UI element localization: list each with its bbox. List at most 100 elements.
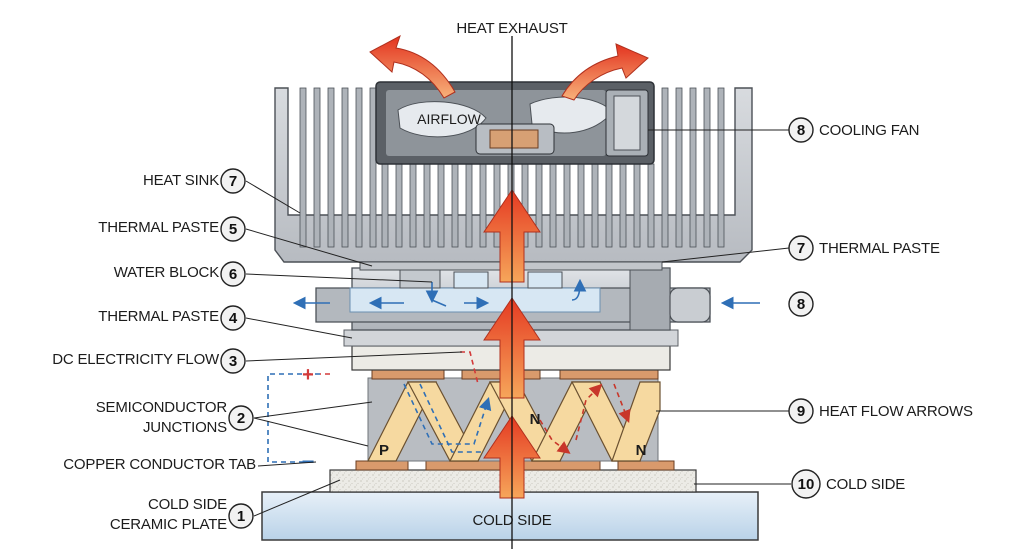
callout-number: 2 <box>237 410 245 427</box>
left-callout-label: THERMAL PASTE <box>98 308 219 325</box>
heat-sink-fin <box>395 163 403 248</box>
left-callout-label: DC ELECTRICITY FLOW <box>52 351 220 368</box>
right-callout: 8 <box>788 291 814 317</box>
callout-number: 9 <box>797 403 805 420</box>
callout-number: 8 <box>797 296 805 313</box>
heat-sink-fin <box>675 87 683 248</box>
callout-number-circle <box>788 235 814 261</box>
right-callout-label: COLD SIDE <box>826 476 905 493</box>
heat-sink-fin <box>369 87 377 248</box>
leader-line <box>253 401 373 419</box>
callout-number: 6 <box>229 266 237 283</box>
heat-sink-fin <box>591 163 599 248</box>
junction-letter-n-right: N <box>636 442 647 459</box>
airflow-label: AIRFLOW <box>417 111 482 127</box>
right-callout: 7 THERMAL PASTE <box>661 235 940 263</box>
heat-sink-fin <box>341 87 349 248</box>
heat-sink-fin <box>451 163 459 248</box>
heat-sink-fin <box>647 163 655 248</box>
left-callout: COLD SIDE CERAMIC PLATE 1 <box>110 479 341 533</box>
leader-line <box>245 273 433 283</box>
right-callout-label: HEAT FLOW ARROWS <box>819 403 973 420</box>
heat-sink-fin <box>549 163 557 248</box>
leader-line <box>253 479 341 517</box>
callout-number-circle <box>220 216 246 242</box>
heat-sink-fin <box>689 87 697 248</box>
heat-sink-fin <box>493 163 501 248</box>
leader-line <box>661 247 790 263</box>
heat-sink-fin <box>661 87 669 248</box>
left-callout-label: SEMICONDUCTOR <box>96 399 228 416</box>
polarity-minus: − <box>302 449 315 474</box>
junction-letter-n-mid: N <box>530 411 541 428</box>
callout-number-circle <box>788 291 814 317</box>
callout-number-circle <box>220 305 246 331</box>
left-callout-label: COLD SIDE <box>148 496 227 513</box>
callout-number-circle <box>788 398 814 424</box>
heat-sink-fin <box>577 163 585 248</box>
left-callout: COPPER CONDUCTOR TAB <box>63 456 317 473</box>
left-callout: DC ELECTRICITY FLOW 3 <box>52 348 463 374</box>
heat-sink-fin <box>409 163 417 248</box>
callout-number-circle <box>788 117 814 143</box>
heat-sink-fin <box>381 163 389 248</box>
callout-number-circle <box>228 503 254 529</box>
left-callout-label: HEAT SINK <box>143 172 219 189</box>
left-callout-label: COPPER CONDUCTOR TAB <box>63 456 256 473</box>
callout-number: 3 <box>229 353 237 370</box>
callout-number: 1 <box>237 508 245 525</box>
heat-sink-fin <box>327 87 335 248</box>
left-callout-label-line2: CERAMIC PLATE <box>110 516 227 533</box>
heat-sink-fin <box>563 163 571 248</box>
left-callout: THERMAL PASTE 5 <box>98 216 373 267</box>
callout-number: 10 <box>798 476 815 493</box>
junction-letter-p: P <box>379 442 389 459</box>
heat-sink-fin <box>605 163 613 248</box>
leader-line <box>253 417 369 447</box>
heat-exhaust-arrow-left <box>369 34 456 99</box>
leader-line <box>245 228 373 267</box>
leader-line <box>257 461 317 467</box>
heat-sink-fin <box>313 87 321 248</box>
heat-sink-fin <box>535 163 543 248</box>
heat-exhaust-arrow-right <box>561 43 649 101</box>
heat-sink-fin <box>437 163 445 248</box>
right-callout: 10 COLD SIDE <box>694 469 905 499</box>
callout-number-circle <box>220 261 246 287</box>
heat-sink-fin <box>479 163 487 248</box>
heat-sink-fin <box>633 163 641 248</box>
heat-sink-fin <box>355 87 363 248</box>
callout-number: 8 <box>797 122 805 139</box>
dc-electricity-flow <box>267 351 631 463</box>
callout-number: 7 <box>797 240 805 257</box>
callout-number-circle <box>220 168 246 194</box>
semiconductor-junctions <box>367 381 661 462</box>
left-callout-label: THERMAL PASTE <box>98 219 219 236</box>
leader-line <box>245 317 353 339</box>
left-callout: SEMICONDUCTOR JUNCTIONS 2 <box>96 399 373 447</box>
leader-line <box>245 351 463 362</box>
heat-sink-fin <box>619 163 627 248</box>
callout-number-circle <box>228 405 254 431</box>
leader-line <box>245 180 301 214</box>
callout-number: 5 <box>229 221 237 238</box>
left-callout: THERMAL PASTE 4 <box>98 305 353 339</box>
heat-sink-fin <box>465 163 473 248</box>
left-callout-label-line2: JUNCTIONS <box>143 419 227 436</box>
callout-number: 4 <box>229 310 238 327</box>
right-callout-label: THERMAL PASTE <box>819 240 940 257</box>
heat-sink-fin <box>423 163 431 248</box>
heat-sink-fins <box>299 87 725 248</box>
heat-sink-fin <box>717 87 725 248</box>
right-callout: 9 HEAT FLOW ARROWS <box>656 398 973 424</box>
heat-sink-fin <box>299 87 307 248</box>
callout-number-circle <box>791 469 821 499</box>
heat-exhaust-title: HEAT EXHAUST <box>456 20 567 37</box>
polarity-plus: + <box>302 364 314 386</box>
heat-sink-fin <box>703 87 711 248</box>
